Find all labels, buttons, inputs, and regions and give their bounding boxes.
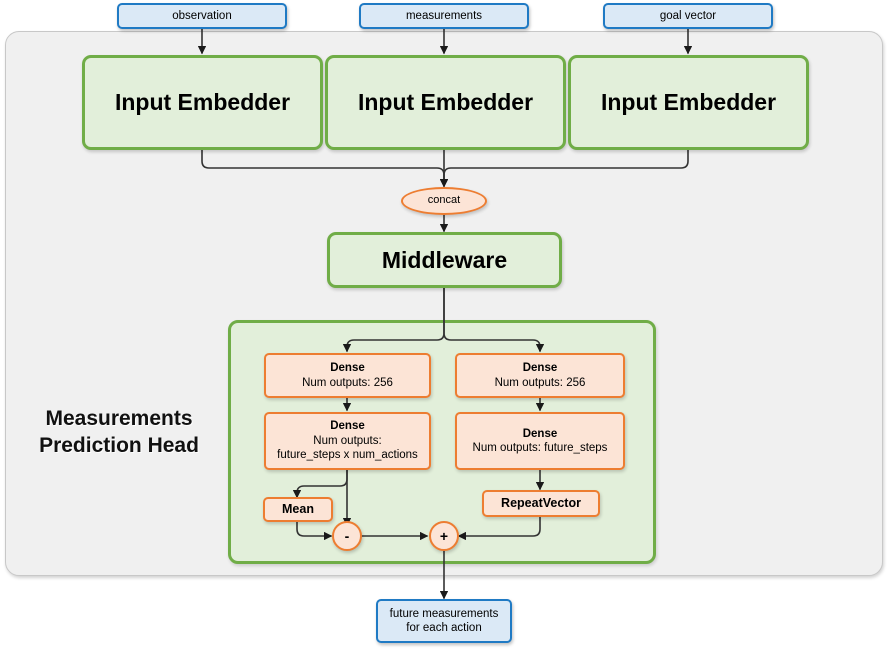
left-dense-2-subtitle-line2: future_steps x num_actions xyxy=(277,449,418,462)
input-embedder-1-label: Input Embedder xyxy=(114,89,291,116)
left-dense-2-subtitle-line1: Num outputs: xyxy=(313,434,382,447)
input-box-measurements-label: measurements xyxy=(405,9,483,22)
input-box-observation-label: observation xyxy=(172,9,232,22)
input-box-measurements[interactable]: measurements xyxy=(359,3,529,29)
left-dense-2-title: Dense xyxy=(330,420,365,433)
right-dense-1-subtitle: Num outputs: 256 xyxy=(494,376,586,389)
left-dense-1-subtitle: Num outputs: 256 xyxy=(302,376,393,389)
repeat-vector-node[interactable]: RepeatVector xyxy=(482,490,600,517)
input-box-goal-vector[interactable]: goal vector xyxy=(603,3,773,29)
input-box-observation[interactable]: observation xyxy=(117,3,287,29)
right-dense-2[interactable]: Dense Num outputs: future_steps xyxy=(455,412,625,470)
input-embedder-1[interactable]: Input Embedder xyxy=(82,55,323,150)
subtract-operator-label: - xyxy=(344,528,350,544)
prediction-head-title: Measurements Prediction Head xyxy=(14,405,224,460)
input-embedder-3-label: Input Embedder xyxy=(600,89,777,116)
left-dense-2[interactable]: Dense Num outputs: future_steps x num_ac… xyxy=(264,412,431,470)
middleware-node[interactable]: Middleware xyxy=(327,232,562,288)
right-dense-1-title: Dense xyxy=(522,362,558,375)
prediction-head-title-line2: Prediction Head xyxy=(39,434,199,458)
right-dense-1[interactable]: Dense Num outputs: 256 xyxy=(455,353,625,398)
add-operator-label: + xyxy=(439,528,449,544)
left-dense-1-title: Dense xyxy=(330,362,365,375)
input-box-goal-vector-label: goal vector xyxy=(659,9,717,22)
output-box-line1: future measurements xyxy=(389,607,499,620)
mean-node-label: Mean xyxy=(282,501,314,516)
repeat-vector-node-label: RepeatVector xyxy=(501,495,581,510)
output-box-future-measurements[interactable]: future measurements for each action xyxy=(376,599,512,643)
input-embedder-2[interactable]: Input Embedder xyxy=(325,55,566,150)
left-dense-1[interactable]: Dense Num outputs: 256 xyxy=(264,353,431,398)
mean-node[interactable]: Mean xyxy=(263,497,333,522)
input-embedder-3[interactable]: Input Embedder xyxy=(568,55,809,150)
output-box-line2: for each action xyxy=(406,622,482,634)
add-operator-node[interactable]: + xyxy=(429,521,459,551)
subtract-operator-node[interactable]: - xyxy=(332,521,362,551)
middleware-node-label: Middleware xyxy=(381,246,508,273)
right-dense-2-subtitle: Num outputs: future_steps xyxy=(472,442,608,454)
concat-node[interactable]: concat xyxy=(401,187,487,215)
input-embedder-2-label: Input Embedder xyxy=(357,89,534,116)
prediction-head-title-line1: Measurements xyxy=(45,407,193,430)
concat-node-label: concat xyxy=(427,194,461,207)
right-dense-2-title: Dense xyxy=(522,427,558,440)
